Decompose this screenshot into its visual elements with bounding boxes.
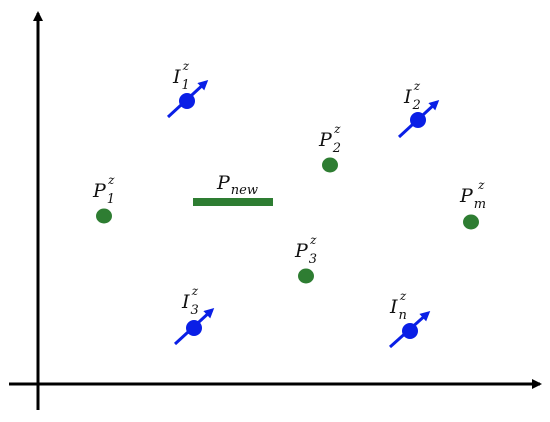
i2-dot	[410, 112, 426, 128]
pm-dot	[463, 214, 479, 230]
pm-node: Pmz	[459, 178, 486, 230]
i3-dot	[186, 320, 202, 336]
in-node: Inz	[388, 289, 431, 349]
i1-node: I1z	[166, 59, 209, 119]
p1-dot	[96, 208, 112, 224]
i3-label: I3z	[181, 284, 199, 318]
i3-node: I3z	[173, 284, 215, 346]
in-dot	[402, 323, 418, 339]
p3-node: P3z	[294, 233, 317, 284]
i2-node: I2z	[397, 79, 440, 139]
p1-label: P1z	[92, 173, 115, 207]
p2-label: P2z	[318, 122, 341, 156]
pnew-label: Pnew	[216, 172, 258, 198]
p2-node: P2z	[318, 122, 341, 173]
pm-label: Pmz	[459, 178, 486, 212]
p1-node: P1z	[92, 173, 115, 224]
pnew-node: Pnew	[193, 172, 273, 206]
pnew-bar	[193, 198, 273, 206]
i1-label: I1z	[172, 59, 190, 93]
i2-label: I2z	[403, 79, 421, 113]
in-label: Inz	[389, 289, 407, 323]
p3-dot	[298, 268, 314, 284]
p2-dot	[322, 157, 338, 173]
i1-dot	[179, 93, 195, 109]
p3-label: P3z	[294, 233, 317, 267]
